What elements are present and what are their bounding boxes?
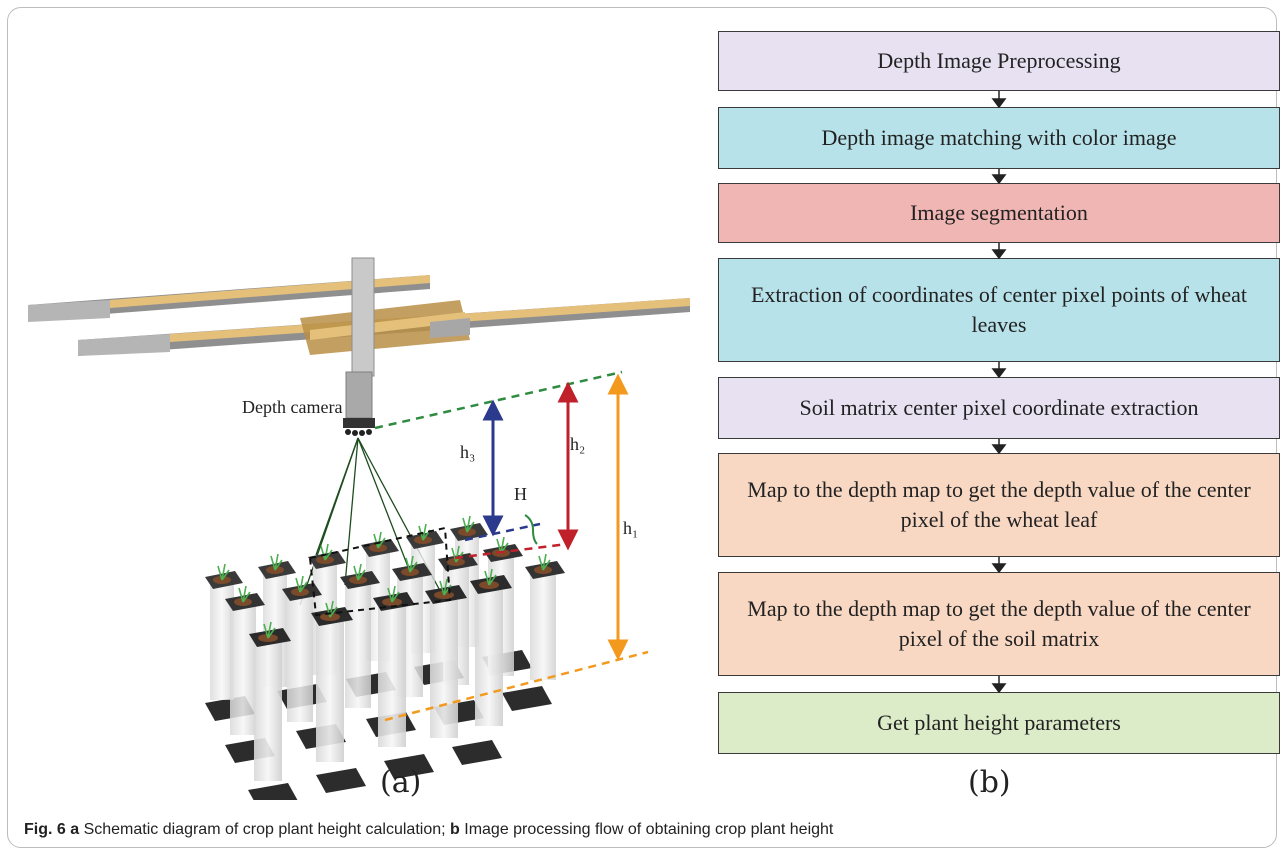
H-pointer bbox=[524, 514, 538, 545]
caption-b-text: Image processing flow of obtaining crop … bbox=[459, 821, 834, 838]
H-label: H bbox=[514, 484, 527, 504]
flow-step-segmentation: Image segmentation bbox=[718, 183, 1280, 243]
flow-step-soil-depth: Map to the depth map to get the depth va… bbox=[718, 572, 1280, 676]
planting-tubes bbox=[205, 523, 565, 781]
flow-step-leaf-coordinates: Extraction of coordinates of center pixe… bbox=[718, 258, 1280, 362]
figure-caption: Fig. 6 a Schematic diagram of crop plant… bbox=[24, 821, 833, 839]
h3-label: h₃ bbox=[460, 442, 476, 462]
leaf-plane-line-blue bbox=[464, 522, 541, 542]
selection-box bbox=[309, 526, 452, 617]
depth-camera-label: Depth camera bbox=[242, 397, 343, 417]
wheat-seedlings bbox=[217, 515, 551, 639]
panel-a-label: (a) bbox=[380, 765, 422, 800]
camera-arm bbox=[345, 257, 375, 419]
caption-a-text: Schematic diagram of crop plant height c… bbox=[79, 821, 451, 838]
leaf-plane-line-red bbox=[454, 542, 568, 560]
caption-fig-number: Fig. 6 bbox=[24, 821, 66, 838]
gantry-rails bbox=[28, 275, 690, 356]
caption-b-letter: b bbox=[450, 821, 460, 838]
flow-step-preprocessing: Depth Image Preprocessing bbox=[718, 31, 1280, 91]
depth-camera-icon bbox=[343, 418, 375, 436]
caption-a-letter: a bbox=[70, 821, 80, 838]
soil-plane-line bbox=[384, 650, 649, 722]
flow-step-leaf-depth: Map to the depth map to get the depth va… bbox=[718, 453, 1280, 557]
h1-label: h₁ bbox=[623, 518, 639, 538]
flow-step-plant-height: Get plant height parameters bbox=[718, 692, 1280, 754]
flow-step-matching: Depth image matching with color image bbox=[718, 107, 1280, 169]
panel-b-label: (b) bbox=[968, 765, 1011, 800]
plant-height-schematic bbox=[28, 257, 690, 800]
h2-label: h₂ bbox=[570, 434, 586, 454]
flow-step-soil-coordinates: Soil matrix center pixel coordinate extr… bbox=[718, 377, 1280, 439]
